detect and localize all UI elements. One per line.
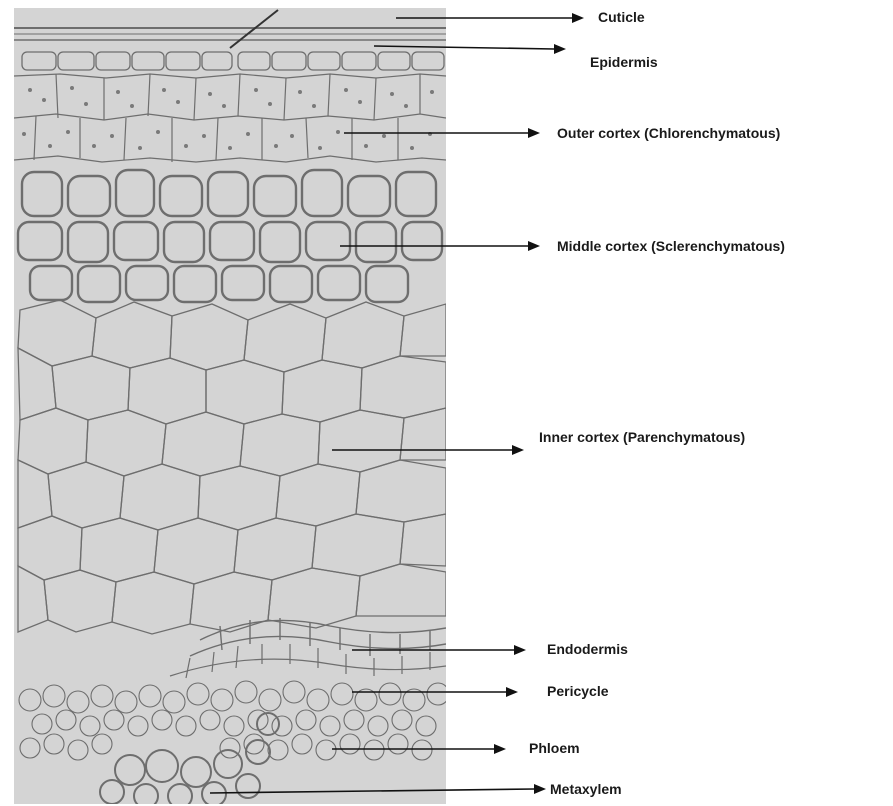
label-metaxylem: Metaxylem xyxy=(550,781,622,797)
label-pericycle: Pericycle xyxy=(547,683,609,699)
label-epidermis: Epidermis xyxy=(590,54,658,70)
label-middle-cortex: Middle cortex (Sclerenchymatous) xyxy=(557,238,785,254)
label-phloem: Phloem xyxy=(529,740,580,756)
label-cuticle: Cuticle xyxy=(598,9,645,25)
label-outer-cortex: Outer cortex (Chlorenchymatous) xyxy=(557,125,780,141)
label-endodermis: Endodermis xyxy=(547,641,628,657)
label-inner-cortex: Inner cortex (Parenchymatous) xyxy=(539,429,745,445)
tissue-section xyxy=(14,8,446,804)
